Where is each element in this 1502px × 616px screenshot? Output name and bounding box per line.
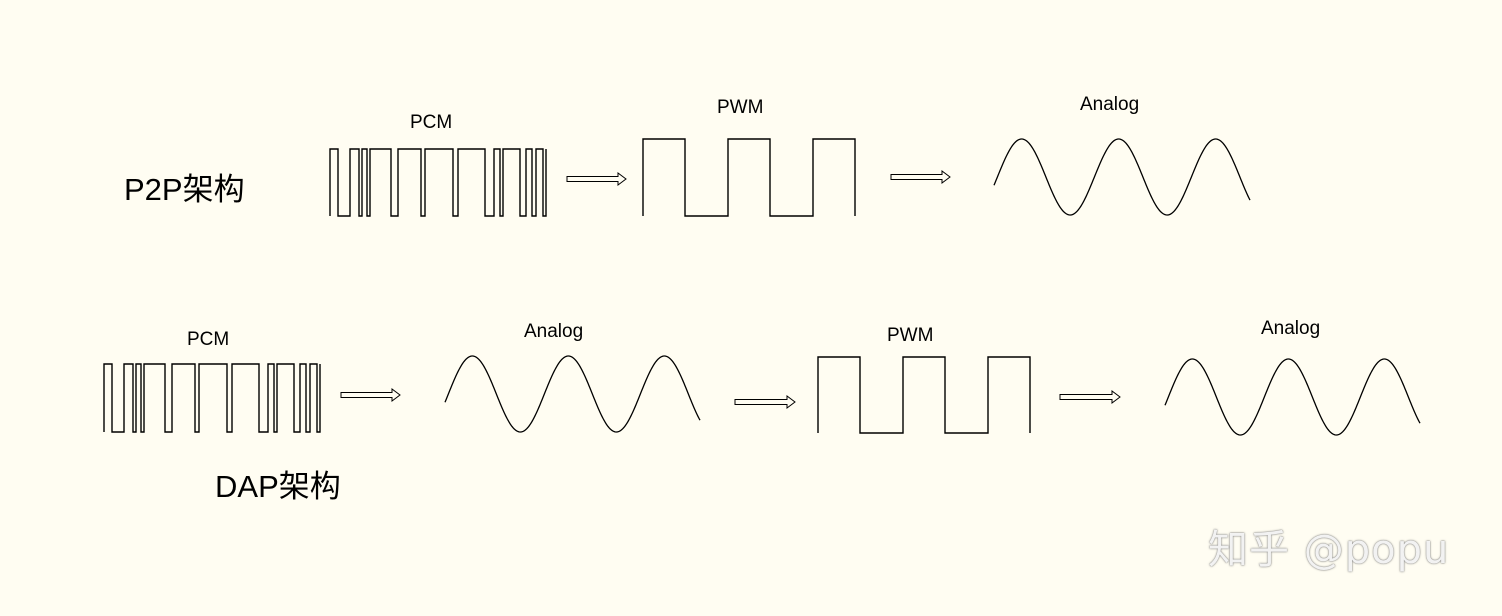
dap-pwm-waveform: [817, 356, 1031, 434]
p2p-architecture-label: P2P架构: [124, 172, 245, 207]
p2p-pcm-waveform: [329, 148, 547, 217]
dap-arrow-2: [734, 395, 796, 409]
p2p-pcm-label: PCM: [410, 112, 453, 133]
p2p-analog-label: Analog: [1080, 94, 1140, 115]
dap-architecture-label: DAP架构: [215, 469, 341, 504]
zhihu-watermark: 知乎 @popu: [1208, 527, 1450, 573]
dap-arrow-1: [340, 388, 401, 402]
p2p-pwm-label: PWM: [717, 97, 764, 118]
dap-analog-label-1: Analog: [524, 321, 584, 342]
p2p-arrow-2: [890, 170, 951, 184]
p2p-pwm-waveform: [642, 138, 856, 217]
dap-pwm-label: PWM: [887, 325, 934, 346]
dap-arrow-3: [1059, 390, 1121, 404]
p2p-analog-waveform: [993, 138, 1251, 216]
p2p-arrow-1: [566, 172, 627, 186]
dap-analog-waveform-2: [1164, 358, 1421, 436]
dap-pcm-label: PCM: [187, 329, 230, 350]
dap-analog-label-2: Analog: [1261, 318, 1321, 339]
dap-analog-waveform-1: [444, 355, 701, 433]
dap-pcm-waveform: [103, 363, 321, 433]
